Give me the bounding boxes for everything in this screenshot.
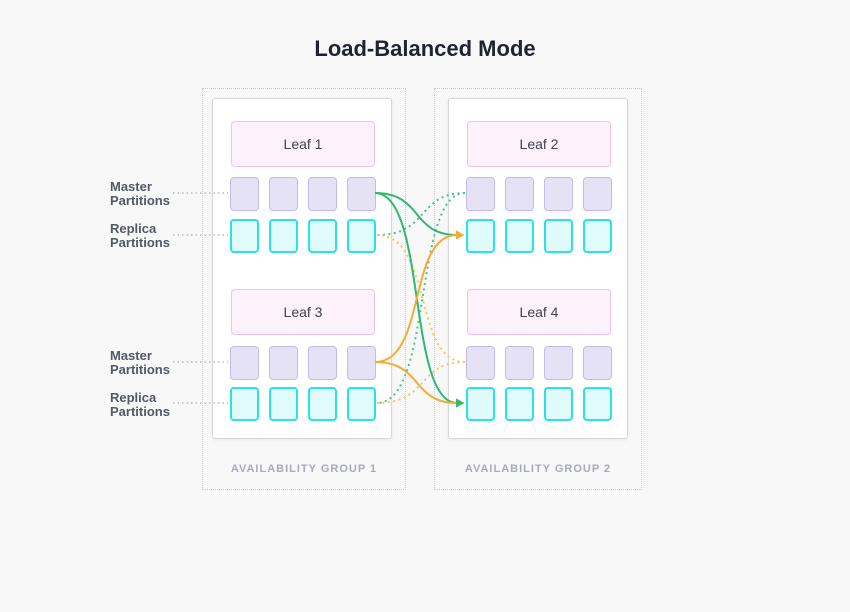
leaf-4-master-partitions-row (466, 346, 616, 380)
label-replica-partitions-bottom: Replica Partitions (110, 390, 170, 419)
master-partition-box (544, 346, 573, 380)
master-partition-box (230, 346, 259, 380)
leaf-4-replica-partitions-row (466, 387, 616, 421)
replica-partition-box (466, 219, 495, 253)
master-partition-box (347, 177, 376, 211)
master-partition-box (583, 346, 612, 380)
leaf-1-master-partitions-row (230, 177, 380, 211)
leaf-node-2-header: Leaf 2 (467, 121, 611, 167)
replica-partition-box (347, 219, 376, 253)
leaf-3-replica-partitions-row (230, 387, 380, 421)
master-partition-box (505, 177, 534, 211)
master-partition-box (466, 177, 495, 211)
label-master-partitions-bottom: Master Partitions (110, 348, 170, 377)
master-partition-box (544, 177, 573, 211)
master-partition-box (505, 346, 534, 380)
replica-partition-box (544, 387, 573, 421)
label-replica-partitions-top: Replica Partitions (110, 221, 170, 250)
replica-partition-box (505, 387, 534, 421)
master-partition-box (269, 346, 298, 380)
leaf-2-master-partitions-row (466, 177, 616, 211)
leaf-node-3-header: Leaf 3 (231, 289, 375, 335)
availability-group-2-label: AVAILABILITY GROUP 2 (464, 463, 612, 475)
replica-partition-box (544, 219, 573, 253)
leaf-3-master-partitions-row (230, 346, 380, 380)
master-partition-box (347, 346, 376, 380)
leaf-node-1-header: Leaf 1 (231, 121, 375, 167)
leaf-node-4-header: Leaf 4 (467, 289, 611, 335)
master-partition-box (308, 177, 337, 211)
master-partition-box (466, 346, 495, 380)
leaf-container-group-1: Leaf 1 Leaf 3 (212, 98, 392, 439)
replica-partition-box (308, 387, 337, 421)
master-partition-box (583, 177, 612, 211)
replica-partition-box (230, 219, 259, 253)
master-partition-box (230, 177, 259, 211)
leaf-container-group-2: Leaf 2 Leaf 4 (448, 98, 628, 439)
replica-partition-box (505, 219, 534, 253)
replica-partition-box (583, 387, 612, 421)
replica-partition-box (308, 219, 337, 253)
availability-group-1-label: AVAILABILITY GROUP 1 (230, 463, 378, 475)
master-partition-box (308, 346, 337, 380)
replica-partition-box (269, 219, 298, 253)
replica-partition-box (466, 387, 495, 421)
label-master-partitions-top: Master Partitions (110, 179, 170, 208)
replica-partition-box (230, 387, 259, 421)
replica-partition-box (269, 387, 298, 421)
leaf-2-replica-partitions-row (466, 219, 616, 253)
diagram-title: Load-Balanced Mode (314, 36, 536, 61)
leaf-1-replica-partitions-row (230, 219, 380, 253)
master-partition-box (269, 177, 298, 211)
replica-partition-box (583, 219, 612, 253)
replica-partition-box (347, 387, 376, 421)
